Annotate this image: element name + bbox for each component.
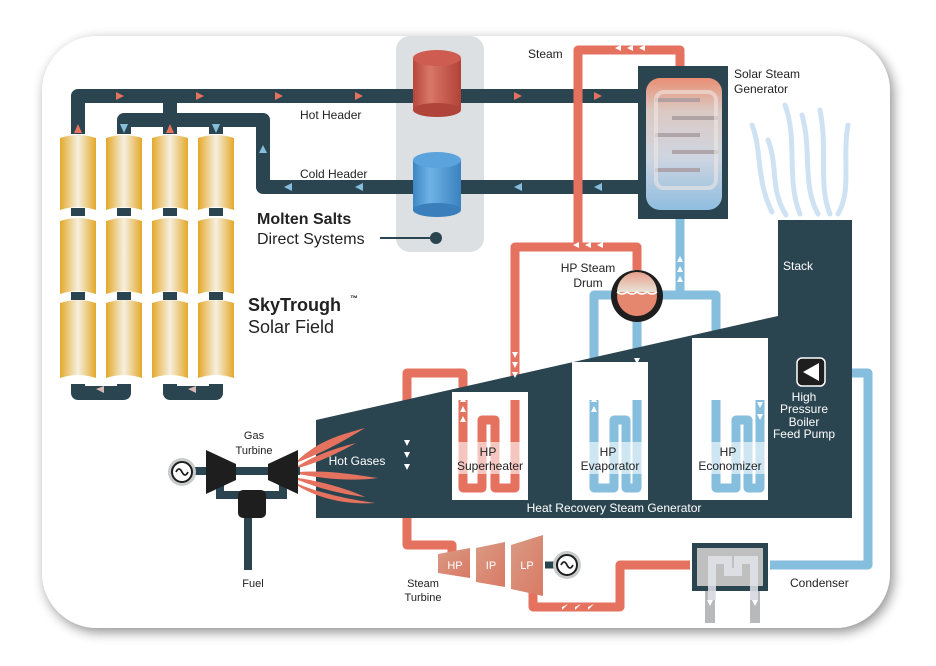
skytrough-solar-field (60, 135, 234, 378)
trough-collector (152, 218, 188, 294)
pointer-dot (430, 232, 442, 244)
combustor (238, 490, 266, 518)
trough-collector (106, 300, 142, 378)
hot-gases-label: Hot Gases (329, 454, 386, 468)
trough-collector (106, 135, 142, 210)
gas-turbine-label-1: Gas (244, 430, 265, 442)
feed-pump-label-1: High (792, 390, 817, 404)
superheater-label-2: Superheater (457, 459, 523, 473)
trough-collector (198, 135, 234, 210)
collector-loop-1 (71, 384, 131, 400)
molten-salts-label: Molten Salts (257, 211, 351, 228)
collector-connector (163, 208, 177, 216)
collector-connector (117, 208, 131, 216)
hot-salt-tank (413, 50, 461, 117)
hrsg-label: Heat Recovery Steam Generator (527, 501, 702, 515)
hp-steam-drum (611, 270, 663, 322)
solar-steam-generator (638, 66, 728, 219)
cold-flow-arrows (120, 124, 602, 191)
condenser (692, 543, 768, 623)
drum-to-superheater-pipe (510, 242, 642, 380)
collector-connector (163, 292, 177, 300)
pipe-flow-arrows (404, 45, 763, 610)
trough-collector (152, 135, 188, 210)
economizer-label-1: HP (720, 445, 737, 459)
lp-exhaust-pipe (528, 560, 690, 612)
feed-pump-label-3: Boiler (789, 415, 820, 429)
turbine-lp-label: LP (520, 560, 533, 572)
trademark-symbol: ™ (350, 294, 358, 303)
collector-connector (71, 292, 85, 300)
solar-field-label: Solar Field (248, 317, 334, 337)
compressor (206, 450, 236, 494)
hot-gas-flames (298, 428, 378, 504)
steam-turbine (438, 535, 543, 596)
cold-header-label: Cold Header (300, 167, 367, 181)
loop-flow-arrows (96, 386, 196, 393)
trough-collector (60, 300, 96, 378)
trough-collector (198, 218, 234, 294)
direct-systems-label: Direct Systems (257, 231, 365, 248)
condenser-label: Condenser (790, 576, 849, 590)
economizer-label-2: Economizer (698, 459, 761, 473)
steam-label: Steam (528, 47, 563, 61)
feed-pump (796, 357, 826, 387)
hp-steam-drum-label-2: Drum (573, 276, 602, 290)
turbine-hp-label: HP (447, 560, 462, 572)
evaporator-label-1: HP (600, 445, 617, 459)
feed-pump-label-4: Feed Pump (773, 427, 835, 441)
hp-steam-drum-label-1: HP Steam (561, 261, 615, 275)
turbine-lp-stage (511, 535, 543, 596)
gas-turbine-label-2: Turbine (236, 445, 273, 457)
trough-collector (60, 218, 96, 294)
turbine-section (268, 450, 298, 494)
collector-connector (209, 208, 223, 216)
trough-collector (152, 300, 188, 378)
gas-turbine-generator (168, 458, 196, 486)
steam-turbine-label-1: Steam (407, 578, 439, 590)
ssg-label-line1: Solar Steam (734, 67, 800, 81)
collector-connector (71, 208, 85, 216)
superheater-label-1: HP (480, 445, 497, 459)
hrsg-coils (458, 400, 765, 493)
ssg-label-line2: Generator (734, 82, 788, 96)
collector-connector (209, 292, 223, 300)
collector-loop-2 (163, 384, 223, 400)
turbine-ip-stage (476, 542, 505, 587)
stack-label: Stack (783, 259, 814, 273)
trough-collector (106, 218, 142, 294)
evaporator-coil (589, 400, 642, 493)
steam-piping (402, 45, 690, 612)
gas-turbine (190, 450, 300, 570)
trough-collector (198, 300, 234, 378)
cold-salt-tank (413, 152, 461, 217)
feed-pump-label-2: Pressure (780, 402, 828, 416)
collector-connector (117, 292, 131, 300)
economizer-coil (711, 400, 765, 493)
turbine-ip-label: IP (486, 560, 496, 572)
steam-turbine-generator (545, 551, 581, 579)
hot-flow-arrows (74, 92, 602, 133)
hot-header-label: Hot Header (300, 108, 361, 122)
stack-plume (749, 102, 851, 218)
solar-steam-pipe (573, 45, 685, 247)
steam-turbine-label-2: Turbine (405, 592, 442, 604)
turbine-hp-stage (438, 548, 470, 578)
trough-collector (60, 135, 96, 210)
superheater-coil (458, 400, 520, 493)
fuel-label: Fuel (242, 578, 263, 590)
evaporator-label-2: Evaporator (581, 459, 640, 473)
skytrough-label: SkyTrough (248, 295, 341, 315)
